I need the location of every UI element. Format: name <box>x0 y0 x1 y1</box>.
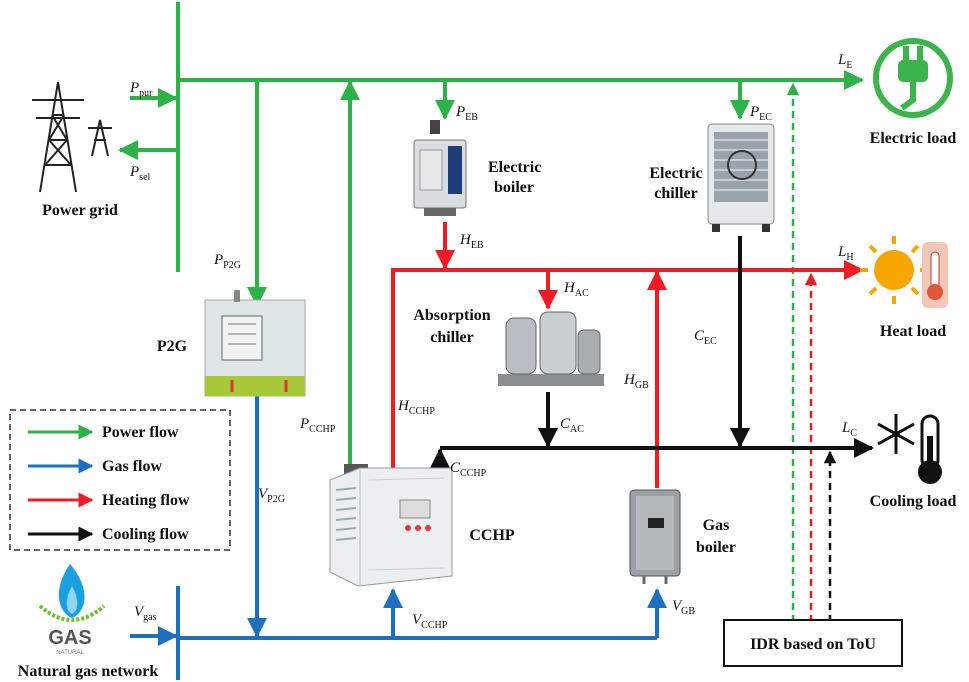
gas-flow-lines <box>130 395 667 680</box>
power-grid-label: Power grid <box>42 202 118 219</box>
gas-boiler-label-2: boiler <box>696 539 736 556</box>
electric-boiler-icon <box>413 120 467 216</box>
var-p-pur: Ppur <box>129 80 153 99</box>
gas-logo-subtext: NATURAL <box>56 650 84 656</box>
legend-item-power: Power flow <box>28 424 179 441</box>
legend-item-cooling: Cooling flow <box>28 526 189 543</box>
cchp-unit-icon <box>329 464 453 587</box>
var-p-cchp: PCCHP <box>299 416 336 435</box>
var-p-eb: PEB <box>455 104 478 123</box>
heat-flow-lines <box>391 222 864 488</box>
sun-thermometer-icon <box>860 236 948 308</box>
var-c-ec: CEC <box>694 328 717 347</box>
p2g-label: P2G <box>157 338 188 355</box>
var-h-cchp: HCCHP <box>397 398 435 417</box>
svg-text:Gas flow: Gas flow <box>102 458 162 475</box>
svg-text:Cooling flow: Cooling flow <box>102 526 189 543</box>
var-v-p2g: VP2G <box>258 486 285 505</box>
electric-chiller-label-2: chiller <box>654 185 698 202</box>
var-c-ac: CAC <box>560 416 584 435</box>
electric-chiller-icon <box>707 123 775 232</box>
idr-box <box>723 619 903 667</box>
p2g-unit-icon <box>204 290 306 397</box>
natural-gas-network-label: Natural gas network <box>18 663 159 680</box>
svg-text:Heating flow: Heating flow <box>102 492 190 509</box>
var-p-sel: Psel <box>129 164 151 183</box>
svg-text:Power flow: Power flow <box>102 424 179 441</box>
legend-box <box>9 409 231 551</box>
legend-item-heating: Heating flow <box>28 492 190 509</box>
var-v-cchp: VCCHP <box>412 612 448 631</box>
var-p-p2g: PP2G <box>213 252 241 271</box>
var-p-ec: PEC <box>749 104 772 123</box>
absorption-chiller-label-1: Absorption <box>413 307 490 324</box>
cooling-load-label: Cooling load <box>870 493 957 510</box>
var-v-gb: VGB <box>672 598 695 617</box>
plug-icon <box>873 38 953 118</box>
power-flow-lines <box>118 2 864 468</box>
cchp-label: CCHP <box>469 527 515 544</box>
var-h-ac: HAC <box>563 280 589 299</box>
gas-boiler-icon <box>629 489 681 584</box>
gas-flame-icon <box>38 564 106 622</box>
heat-load-label: Heat load <box>880 323 946 340</box>
var-l-h: LH <box>837 244 854 263</box>
var-h-gb: HGB <box>623 372 649 391</box>
var-c-cchp: CCCHP <box>450 460 487 479</box>
gas-logo-text: GAS <box>48 627 91 649</box>
var-l-c: LC <box>841 420 857 439</box>
var-h-eb: HEB <box>459 232 484 251</box>
absorption-chiller-icon <box>498 311 604 386</box>
gas-boiler-label-1: Gas <box>703 517 730 534</box>
electric-chiller-label-1: Electric <box>649 165 702 182</box>
var-v-gas: Vgas <box>134 604 157 623</box>
var-l-e: LE <box>837 52 852 71</box>
legend-item-gas: Gas flow <box>28 458 162 475</box>
absorption-chiller-label-2: chiller <box>430 329 474 346</box>
snowflake-thermometer-icon <box>877 414 942 484</box>
electric-boiler-label-1: Electric <box>488 159 541 176</box>
idr-label: IDR based on ToU <box>750 636 876 653</box>
electric-load-label: Electric load <box>870 130 957 147</box>
power-tower-icon <box>32 81 112 193</box>
electric-boiler-label-2: boiler <box>494 179 534 196</box>
